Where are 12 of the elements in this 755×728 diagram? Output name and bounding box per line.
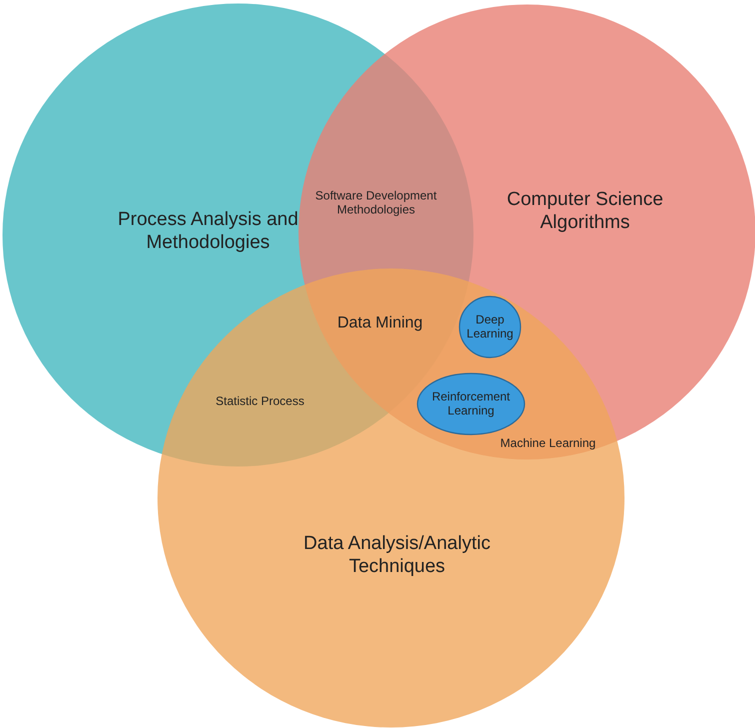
set-label: Computer Science Algorithms <box>506 189 664 235</box>
overlap-label: Machine Learning <box>499 436 597 450</box>
subset-label: Reinforcement Learning <box>430 390 512 418</box>
set-label: Data Analysis/Analytic Techniques <box>302 533 492 579</box>
subset-label: Deep Learning <box>466 312 514 342</box>
ellipse <box>458 296 522 358</box>
overlap-label: Statistic Process <box>214 394 306 408</box>
set-label: Process Analysis and Methodologies <box>116 209 300 255</box>
ellipse <box>416 372 526 436</box>
overlap-label: Software Development Methodologies <box>314 188 438 218</box>
venn-circle <box>158 268 624 728</box>
overlap-label: Data Mining <box>336 313 424 333</box>
